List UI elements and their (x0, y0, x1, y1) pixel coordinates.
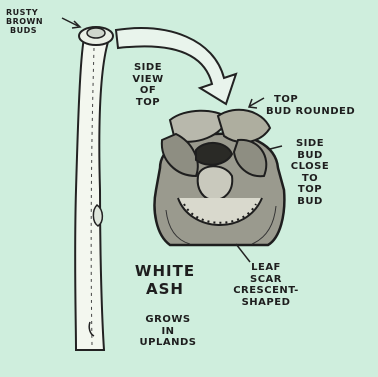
label-line: TOP (282, 184, 338, 196)
label-grows-in-uplands: GROWS IN UPLANDS (128, 314, 208, 349)
label-line: BUD (282, 196, 338, 208)
label-line: TOP (120, 97, 176, 109)
label-white-ash: WHITE ASH (130, 262, 200, 298)
label-line: TO (282, 173, 338, 185)
enlarged-bud (155, 110, 285, 245)
label-line: BROWN (6, 17, 43, 26)
label-line: SCAR (226, 274, 306, 286)
label-line: TOP (266, 94, 355, 106)
label-line: CLOSE (282, 161, 338, 173)
label-leaf-scar-crescent-shaped: LEAF SCAR CRESCENT- SHAPED (226, 262, 306, 308)
label-top-bud-rounded: TOP BUD ROUNDED (266, 94, 355, 117)
label-line: SHAPED (226, 297, 306, 309)
label-line: SIDE (120, 62, 176, 74)
label-line: RUSTY (6, 8, 43, 17)
label-line: BUDS (6, 26, 43, 35)
label-line: OF (120, 85, 176, 97)
label-rusty-brown-buds: RUSTY BROWN BUDS (6, 8, 43, 36)
label-line: CRESCENT- (226, 285, 306, 297)
label-line: SIDE (282, 138, 338, 150)
label-side-view-of-top: SIDE VIEW OF TOP (120, 62, 176, 108)
label-line: ASH (130, 280, 200, 298)
label-line: GROWS (128, 314, 208, 326)
label-line: BUD ROUNDED (266, 106, 355, 118)
label-line: IN (128, 326, 208, 338)
label-line: UPLANDS (128, 337, 208, 349)
label-line: LEAF (226, 262, 306, 274)
label-line: WHITE (130, 262, 200, 280)
label-side-bud-close-to-top-bud: SIDE BUD CLOSE TO TOP BUD (282, 138, 338, 207)
twig (75, 27, 113, 350)
rusty-arrow (62, 18, 80, 28)
label-line: VIEW (120, 74, 176, 86)
label-line: BUD (282, 150, 338, 162)
